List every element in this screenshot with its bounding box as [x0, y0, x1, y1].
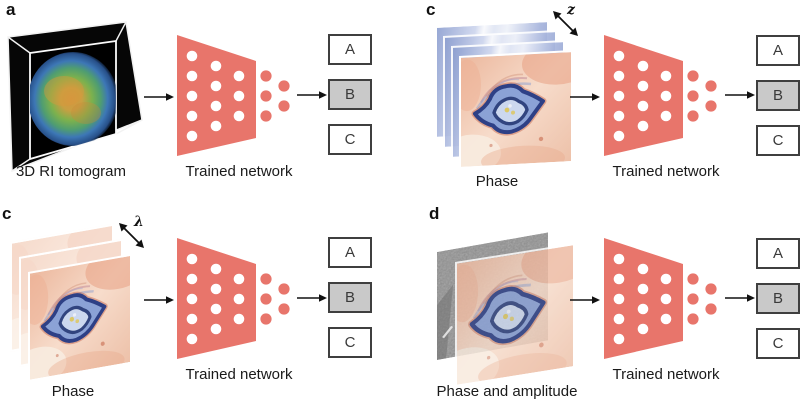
lambda-axis-label: λ	[134, 214, 144, 230]
output-box-b-selected: B	[328, 282, 372, 313]
panel-a-input-caption: 3D RI tomogram	[15, 163, 127, 180]
arrow-right-icon	[144, 92, 174, 102]
trained-network-graphic	[604, 238, 718, 360]
trained-network-graphic	[604, 35, 718, 157]
output-box-c: C	[756, 328, 800, 359]
panel-c-lambda-input-caption: Phase	[51, 383, 95, 400]
phase-image-front-sheet	[459, 50, 573, 169]
output-box-b-selected: B	[328, 79, 372, 110]
panel-c-z-network-caption: Trained network	[612, 163, 720, 180]
panel-d-input-caption: Phase and amplitude	[436, 383, 578, 400]
arrow-right-icon	[144, 295, 174, 305]
phase-cell-image	[30, 256, 130, 380]
panel-a-label: a	[6, 0, 16, 19]
phase-cell-image	[457, 245, 573, 384]
output-box-c: C	[328, 327, 372, 358]
arrow-right-icon	[297, 90, 327, 100]
panel-d-network-caption: Trained network	[612, 366, 720, 383]
tomogram-cube-graphic	[4, 19, 144, 174]
arrow-right-icon	[570, 92, 600, 102]
arrow-right-icon	[297, 293, 327, 303]
output-box-c: C	[756, 125, 800, 156]
output-box-b-selected: B	[756, 283, 800, 314]
panel-c-lambda-label: c	[2, 204, 12, 223]
z-axis-label: z	[567, 2, 575, 18]
output-box-a: A	[328, 237, 372, 268]
trained-network-graphic	[177, 238, 291, 360]
arrow-right-icon	[725, 293, 755, 303]
panel-a-network-caption: Trained network	[185, 163, 293, 180]
arrow-right-icon	[570, 295, 600, 305]
phase-image-front-sheet	[455, 242, 575, 387]
output-box-c: C	[328, 124, 372, 155]
phase-cell-image	[461, 52, 571, 167]
panel-c-z-input-caption: Phase	[475, 173, 519, 190]
panel-c-lambda-network-caption: Trained network	[185, 366, 293, 383]
output-box-a: A	[756, 238, 800, 269]
output-box-a: A	[328, 34, 372, 65]
phase-image-front-sheet	[28, 253, 132, 382]
output-box-b-selected: B	[756, 80, 800, 111]
output-box-a: A	[756, 35, 800, 66]
panel-c-z-label: c	[426, 0, 436, 19]
arrow-right-icon	[725, 90, 755, 100]
trained-network-graphic	[177, 35, 291, 157]
panel-d-label: d	[429, 204, 440, 223]
